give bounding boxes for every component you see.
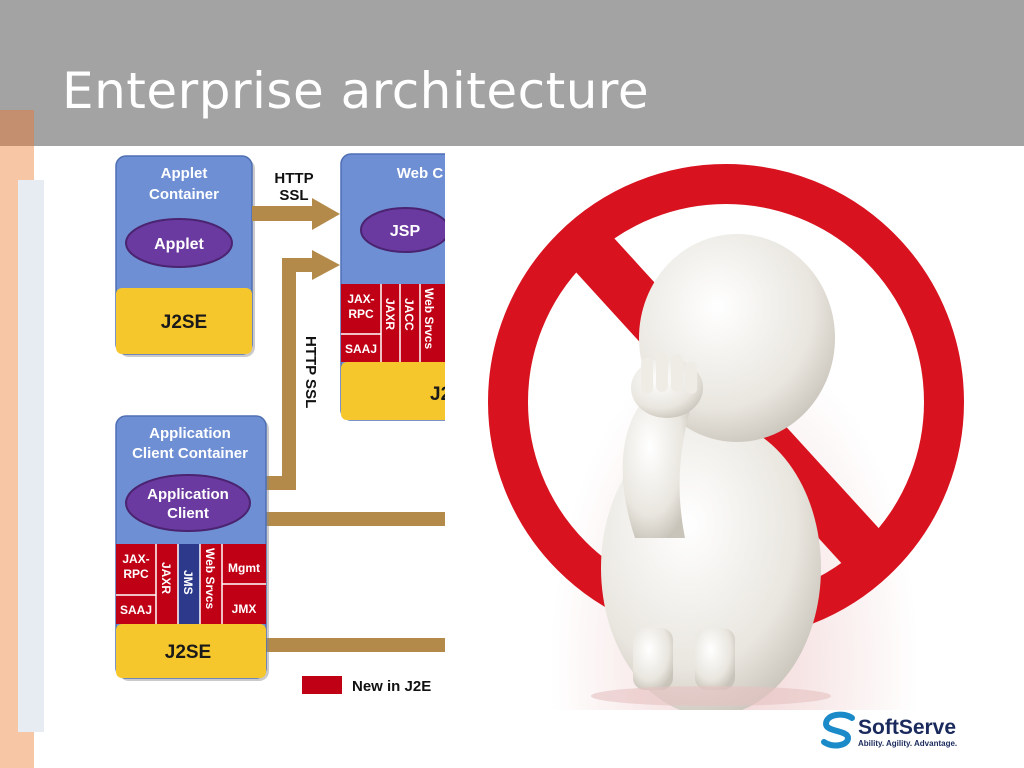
applet-component: Applet bbox=[154, 236, 204, 253]
web-jacc-label: JACC bbox=[402, 298, 416, 331]
side-accent-panel bbox=[18, 180, 44, 732]
arrow-client-right-1 bbox=[264, 512, 445, 526]
softserve-logo: SoftServe Ability. Agility. Advantage. bbox=[818, 710, 988, 756]
arrow-client-right-2 bbox=[264, 638, 445, 652]
prohibition-sign-stop-figure-icon bbox=[488, 164, 964, 710]
legend-swatch bbox=[302, 676, 342, 694]
client-saaj-label: SAAJ bbox=[120, 603, 152, 617]
web-jsp-component: JSP bbox=[390, 223, 421, 240]
web-jaxr-label: JAXR bbox=[383, 298, 397, 330]
client-jax-label: JAX- bbox=[122, 552, 149, 566]
web-saaj-label: SAAJ bbox=[345, 342, 377, 356]
legend-label: New in J2E bbox=[352, 678, 431, 695]
arrow-label-http: HTTP bbox=[274, 170, 313, 187]
slide-header bbox=[0, 0, 1024, 146]
app-client-title-1: Application bbox=[149, 425, 231, 442]
arrow-applet-to-web bbox=[252, 198, 340, 230]
app-client-base: J2SE bbox=[165, 642, 211, 663]
logo-name: SoftServe bbox=[858, 716, 956, 739]
slide-title: Enterprise architecture bbox=[62, 62, 650, 120]
client-jaxr-label: JAXR bbox=[159, 562, 173, 594]
client-rpc-label: RPC bbox=[123, 567, 149, 581]
arrow-label-ssl: SSL bbox=[279, 187, 308, 204]
arrow-label-vertical: HTTP SSL bbox=[302, 336, 319, 408]
web-container: Web C JSP JAX- RPC SAAJ JAXR JACC Web Sr… bbox=[340, 153, 445, 421]
applet-container: Applet Container Applet J2SE bbox=[115, 155, 255, 357]
applet-container-title-1: Applet bbox=[161, 165, 208, 182]
app-client-container: Application Client Container Application… bbox=[115, 415, 269, 681]
web-jax-label: JAX- bbox=[347, 292, 374, 306]
arrow-client-to-web bbox=[264, 250, 340, 490]
app-client-component-2: Client bbox=[167, 505, 209, 522]
web-srvcs-label: Web Srvcs bbox=[422, 288, 436, 349]
app-client-component-1: Application bbox=[147, 486, 229, 503]
web-rpc-label: RPC bbox=[348, 307, 374, 321]
applet-container-title-2: Container bbox=[149, 186, 219, 203]
web-base: J2 bbox=[430, 384, 445, 405]
client-jms-label: JMS bbox=[181, 570, 195, 595]
logo-tagline: Ability. Agility. Advantage. bbox=[858, 739, 957, 748]
side-accent-block bbox=[0, 110, 34, 146]
applet-base: J2SE bbox=[161, 312, 207, 333]
softserve-s-icon bbox=[821, 711, 855, 749]
app-client-title-2: Client Container bbox=[132, 445, 248, 462]
web-container-title: Web C bbox=[397, 165, 444, 182]
client-jmx-label: JMX bbox=[232, 602, 257, 616]
client-mgmt-label: Mgmt bbox=[228, 561, 260, 575]
prohibition-illustration bbox=[445, 148, 1024, 710]
client-web-srvcs-label: Web Srvcs bbox=[203, 548, 217, 609]
architecture-diagram: Applet Container Applet J2SE HTTP SSL HT… bbox=[100, 148, 445, 708]
